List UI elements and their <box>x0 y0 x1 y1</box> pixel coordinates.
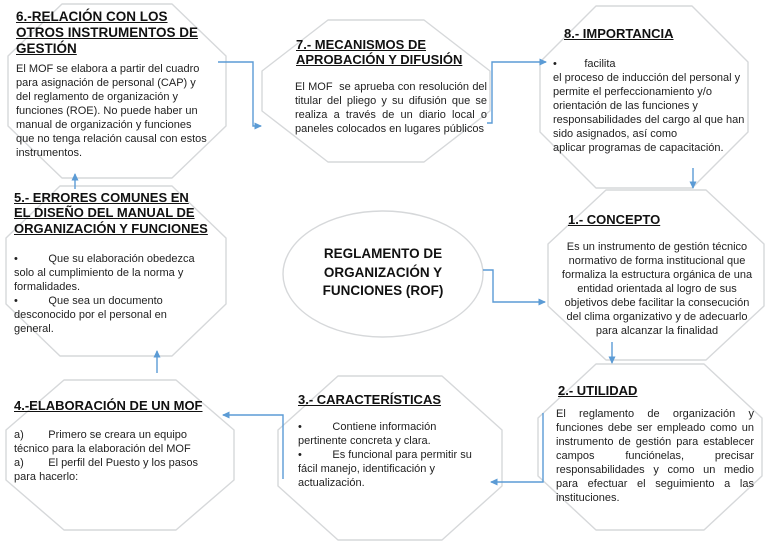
node-concepto-body: Es un instrumento de gestión técnico nor… <box>561 241 753 338</box>
center-ellipse-label: REGLAMENTO DE ORGANIZACIÓN Y FUNCIONES (… <box>322 246 444 299</box>
node-caracteristicas-body: • Contiene información pertinente concre… <box>298 421 472 490</box>
node-importancia-title: 8.- IMPORTANCIA <box>564 26 674 41</box>
arrow-center-to-concepto <box>483 269 546 306</box>
arrow-utilidad-to-caracteristicas <box>490 413 544 486</box>
octagon-utilidad <box>537 363 763 531</box>
octagon-concepto <box>547 189 765 361</box>
center-ellipse <box>282 210 484 338</box>
node-relacion-body: El MOF se elabora a partir del cuadro pa… <box>16 63 207 160</box>
node-concepto-title: 1.- CONCEPTO <box>568 212 661 227</box>
octagon-caracteristicas <box>277 375 503 541</box>
node-caracteristicas-title: 3.- CARACTERÍSTICAS <box>298 392 442 407</box>
node-mecanismos-title: 7.- MECANISMOS DE APROBACIÓN Y DIFUSIÓN <box>296 37 463 68</box>
node-elaboracion-body: a) Primero se creara un equipo técnico p… <box>14 429 199 484</box>
node-utilidad-body: El reglamento de organización y funcione… <box>556 408 754 505</box>
arrow-relacion-to-mecanismos <box>218 61 262 130</box>
octagon-errores <box>5 185 227 357</box>
octagon-relacion <box>7 3 227 179</box>
node-importancia-body: • facilita el proceso de inducción del p… <box>553 58 745 155</box>
arrow-caracteristicas-to-elaboracion <box>222 411 284 479</box>
octagon-elaboracion <box>5 379 235 531</box>
node-errores-body: • Que su elaboración obedezca solo al cu… <box>14 253 195 336</box>
node-errores-title: 5.- ERRORES COMUNES EN EL DISEÑO DEL MAN… <box>14 190 208 236</box>
node-utilidad-title: 2.- UTILIDAD <box>558 383 638 398</box>
node-mecanismos-body: El MOF se aprueba con resolución del tit… <box>295 81 487 136</box>
node-elaboracion-title: 4.-ELABORACIÓN DE UN MOF <box>14 398 203 413</box>
octagon-mecanismos <box>261 19 491 163</box>
node-relacion-title: 6.-RELACIÓN CON LOS OTROS INSTRUMENTOS D… <box>16 9 199 56</box>
arrow-mecanismos-to-importancia <box>487 58 547 124</box>
